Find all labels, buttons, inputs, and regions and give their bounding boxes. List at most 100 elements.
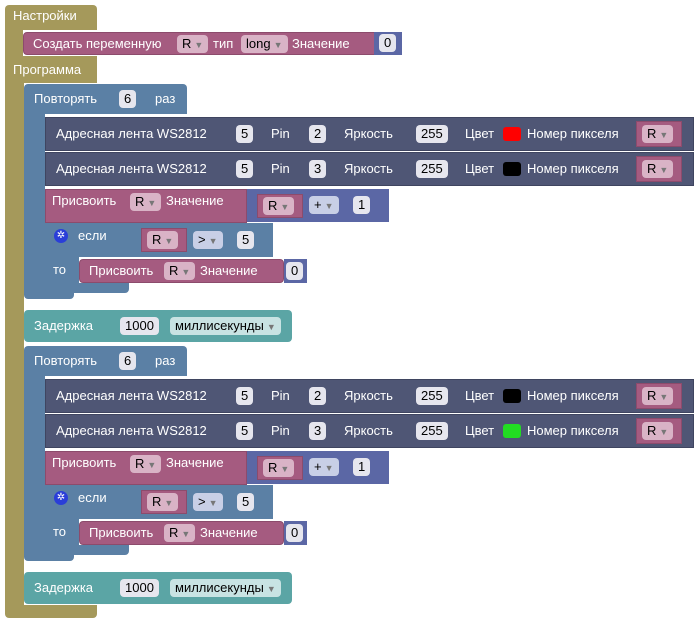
delay-label: Задержка (34, 580, 94, 595)
number-input[interactable]: 1 (353, 196, 371, 214)
operator: > (198, 232, 206, 247)
variable-getter-block[interactable]: R▼ (636, 418, 682, 444)
times-label: раз (155, 353, 176, 368)
ws2812-label: Адресная лента WS2812 (56, 126, 207, 141)
led-count-input[interactable]: 5 (236, 160, 254, 178)
number-block[interactable]: 0 (284, 259, 307, 283)
variable-getter-block[interactable]: R▼ (141, 228, 187, 252)
if-block-side (45, 255, 79, 285)
if-block[interactable]: ✲ если R▼ >▼ 5 (45, 485, 273, 519)
operator-dropdown[interactable]: +▼ (309, 458, 339, 476)
time-unit: миллисекунды (175, 580, 264, 595)
variable-dropdown[interactable]: R▼ (263, 459, 295, 477)
variable-dropdown[interactable]: R▼ (642, 422, 674, 440)
variable-dropdown[interactable]: R▼ (164, 262, 196, 280)
time-unit-dropdown[interactable]: миллисекунды▼ (170, 317, 281, 335)
pin-input[interactable]: 3 (309, 160, 327, 178)
color-swatch[interactable] (503, 162, 521, 176)
arithmetic-block[interactable]: R▼ +▼ 1 (247, 189, 389, 222)
brightness-input[interactable]: 255 (416, 125, 448, 143)
repeat-count-input[interactable]: 6 (119, 90, 137, 108)
variable-name: R (135, 456, 145, 471)
repeat-block[interactable]: Повторять 6 раз (24, 84, 187, 114)
assign-block[interactable]: Присвоить R▼ Значение (79, 521, 284, 545)
variable-dropdown[interactable]: R▼ (130, 455, 162, 473)
color-swatch[interactable] (503, 389, 521, 403)
number-block[interactable]: 0 (284, 521, 307, 545)
color-label: Цвет (465, 161, 495, 176)
dropdown-arrow-icon: ▼ (208, 498, 218, 508)
led-count-input[interactable]: 5 (236, 125, 254, 143)
if-block[interactable]: ✲ если R▼ >▼ 5 (45, 223, 273, 257)
variable-dropdown[interactable]: R▼ (164, 524, 196, 542)
ws2812-block[interactable]: Адресная лента WS2812 5 Pin 2 Яркость 25… (45, 117, 694, 151)
if-label: если (78, 490, 107, 505)
pin-label: Pin (271, 126, 290, 141)
time-unit-dropdown[interactable]: миллисекунды▼ (170, 579, 281, 597)
variable-getter-block[interactable]: R▼ (636, 156, 682, 182)
variable-dropdown[interactable]: R▼ (263, 197, 295, 215)
ws2812-block[interactable]: Адресная лента WS2812 5 Pin 3 Яркость 25… (45, 152, 694, 186)
arithmetic-block[interactable]: R▼ +▼ 1 (247, 451, 389, 484)
variable-name: R (647, 126, 657, 141)
number-input[interactable]: 5 (237, 231, 255, 249)
variable-dropdown[interactable]: R▼ (642, 160, 674, 178)
brightness-input[interactable]: 255 (416, 422, 448, 440)
settings-block-side (5, 28, 23, 58)
type-dropdown[interactable]: long▼ (241, 35, 288, 53)
brightness-label: Яркость (344, 161, 393, 176)
delay-input[interactable]: 1000 (120, 579, 159, 597)
variable-getter-block[interactable]: R▼ (257, 456, 303, 480)
gear-icon[interactable]: ✲ (54, 229, 68, 243)
led-count-input[interactable]: 5 (236, 422, 254, 440)
dropdown-arrow-icon: ▼ (280, 464, 290, 474)
repeat-label: Повторять (34, 353, 98, 368)
delay-block[interactable]: Задержка 1000 миллисекунды▼ (24, 572, 292, 604)
settings-block[interactable] (5, 5, 97, 30)
led-count-input[interactable]: 5 (236, 387, 254, 405)
delay-input[interactable]: 1000 (120, 317, 159, 335)
color-swatch[interactable] (503, 127, 521, 141)
variable-dropdown[interactable]: R▼ (177, 35, 209, 53)
gear-icon[interactable]: ✲ (54, 491, 68, 505)
dropdown-arrow-icon: ▼ (659, 427, 669, 437)
variable-dropdown[interactable]: R▼ (642, 125, 674, 143)
brightness-input[interactable]: 255 (416, 387, 448, 405)
dropdown-arrow-icon: ▼ (659, 392, 669, 402)
comparison-dropdown[interactable]: >▼ (193, 231, 223, 249)
ws2812-block[interactable]: Адресная лента WS2812 5 Pin 3 Яркость 25… (45, 414, 694, 448)
assign-block[interactable]: Присвоить R▼ Значение (79, 259, 284, 283)
if-label: если (78, 228, 107, 243)
program-block[interactable] (5, 56, 97, 83)
number-input[interactable]: 5 (237, 493, 255, 511)
number-input[interactable]: 0 (286, 262, 304, 280)
pin-input[interactable]: 3 (309, 422, 327, 440)
create-variable-block[interactable]: Создать переменную R▼ тип long▼ Значение… (23, 32, 402, 55)
if-block-bottom (45, 545, 129, 555)
variable-dropdown[interactable]: R▼ (147, 231, 179, 249)
variable-getter-block[interactable]: R▼ (636, 383, 682, 409)
settings-label: Настройки (13, 8, 77, 23)
color-swatch[interactable] (503, 424, 521, 438)
delay-block[interactable]: Задержка 1000 миллисекунды▼ (24, 310, 292, 342)
repeat-count-input[interactable]: 6 (119, 352, 137, 370)
repeat-block[interactable]: Повторять 6 раз (24, 346, 187, 376)
variable-dropdown[interactable]: R▼ (642, 387, 674, 405)
variable-getter-block[interactable]: R▼ (257, 194, 303, 218)
operator-dropdown[interactable]: +▼ (309, 196, 339, 214)
variable-dropdown[interactable]: R▼ (147, 493, 179, 511)
value-input[interactable]: 0 (379, 34, 397, 52)
comparison-dropdown[interactable]: >▼ (193, 493, 223, 511)
number-block[interactable]: 0 (374, 32, 402, 55)
pin-input[interactable]: 2 (309, 125, 327, 143)
variable-dropdown[interactable]: R▼ (130, 193, 162, 211)
assign-block[interactable]: Присвоить R▼ Значение (45, 189, 247, 223)
variable-getter-block[interactable]: R▼ (141, 490, 187, 514)
variable-getter-block[interactable]: R▼ (636, 121, 682, 147)
number-input[interactable]: 1 (353, 458, 371, 476)
assign-block[interactable]: Присвоить R▼ Значение (45, 451, 247, 485)
pin-input[interactable]: 2 (309, 387, 327, 405)
ws2812-block[interactable]: Адресная лента WS2812 5 Pin 2 Яркость 25… (45, 379, 694, 413)
brightness-input[interactable]: 255 (416, 160, 448, 178)
number-input[interactable]: 0 (286, 524, 304, 542)
